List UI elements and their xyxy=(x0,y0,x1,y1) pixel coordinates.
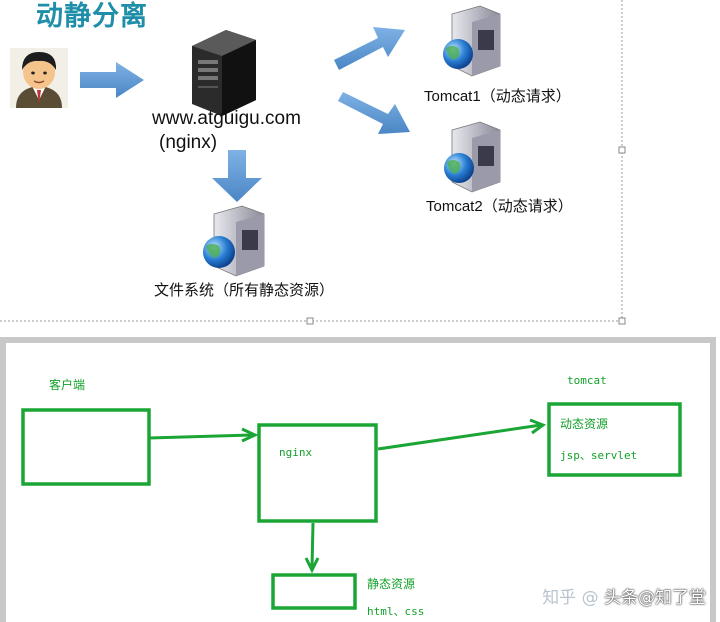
watermark: 知乎 @ 头条@知了堂 xyxy=(542,583,706,608)
filesystem-label: 文件系统（所有静态资源） xyxy=(154,282,335,299)
tomcat1-server-icon xyxy=(443,5,501,77)
client-box xyxy=(21,408,151,486)
static-resource-label: 静态资源 xyxy=(367,577,416,591)
frame-handle-right xyxy=(618,146,626,154)
watermark-toutiao: 头条@知了堂 xyxy=(604,588,706,608)
arrow-nginx-to-tomcat2 xyxy=(338,92,410,134)
tomcat-label: tomcat xyxy=(567,374,607,387)
nginx-box xyxy=(257,423,378,523)
server-name-label: (nginx) xyxy=(159,132,218,153)
dynamic-resource-detail: jsp、servlet xyxy=(560,449,638,462)
nginx-label: nginx xyxy=(279,446,313,459)
static-resource-box xyxy=(271,573,357,610)
arrow-nginx-to-static xyxy=(310,522,315,569)
diagram-title: 动静分离 xyxy=(36,1,148,32)
bottom-diagram: 客户端 nginx tomcat 动态资源 jsp、servlet 静态资源 h… xyxy=(0,330,720,622)
dynamic-resource-label: 动态资源 xyxy=(560,417,609,431)
tomcat2-label: Tomcat2（动态请求） xyxy=(426,198,573,215)
dynamic-resource-box xyxy=(547,402,682,477)
frame-handle-bottom xyxy=(306,317,314,325)
arrow-nginx-to-tomcat1 xyxy=(334,27,405,70)
bottom-diagram-canvas xyxy=(0,337,716,622)
static-resource-detail: html、css xyxy=(367,605,425,618)
arrow-nginx-to-static-head xyxy=(304,557,320,574)
frame-handle-corner xyxy=(618,317,626,325)
tomcat2-server-icon xyxy=(444,121,501,193)
arrow-client-to-nginx xyxy=(148,433,253,440)
top-diagram-canvas xyxy=(0,0,626,325)
arrow-client-to-nginx-head xyxy=(241,427,259,443)
top-diagram: 动静分离 www.atguigu.com (nginx) Tomcat1（动态请… xyxy=(0,0,626,325)
nginx-server-icon xyxy=(192,30,256,116)
client-label: 客户端 xyxy=(49,378,86,392)
server-url-label: www.atguigu.com xyxy=(152,108,301,129)
arrow-user-to-nginx xyxy=(80,62,144,98)
arrow-nginx-to-filesystem xyxy=(212,150,262,202)
watermark-zhihu: 知乎 @ xyxy=(542,588,599,608)
bottom-frame xyxy=(0,337,716,622)
arrow-nginx-to-tomcat-head xyxy=(529,418,547,435)
arrow-nginx-to-tomcat xyxy=(377,423,542,451)
tomcat1-label: Tomcat1（动态请求） xyxy=(424,88,571,105)
filesystem-server-icon xyxy=(203,205,265,277)
user-avatar-icon xyxy=(10,48,68,108)
